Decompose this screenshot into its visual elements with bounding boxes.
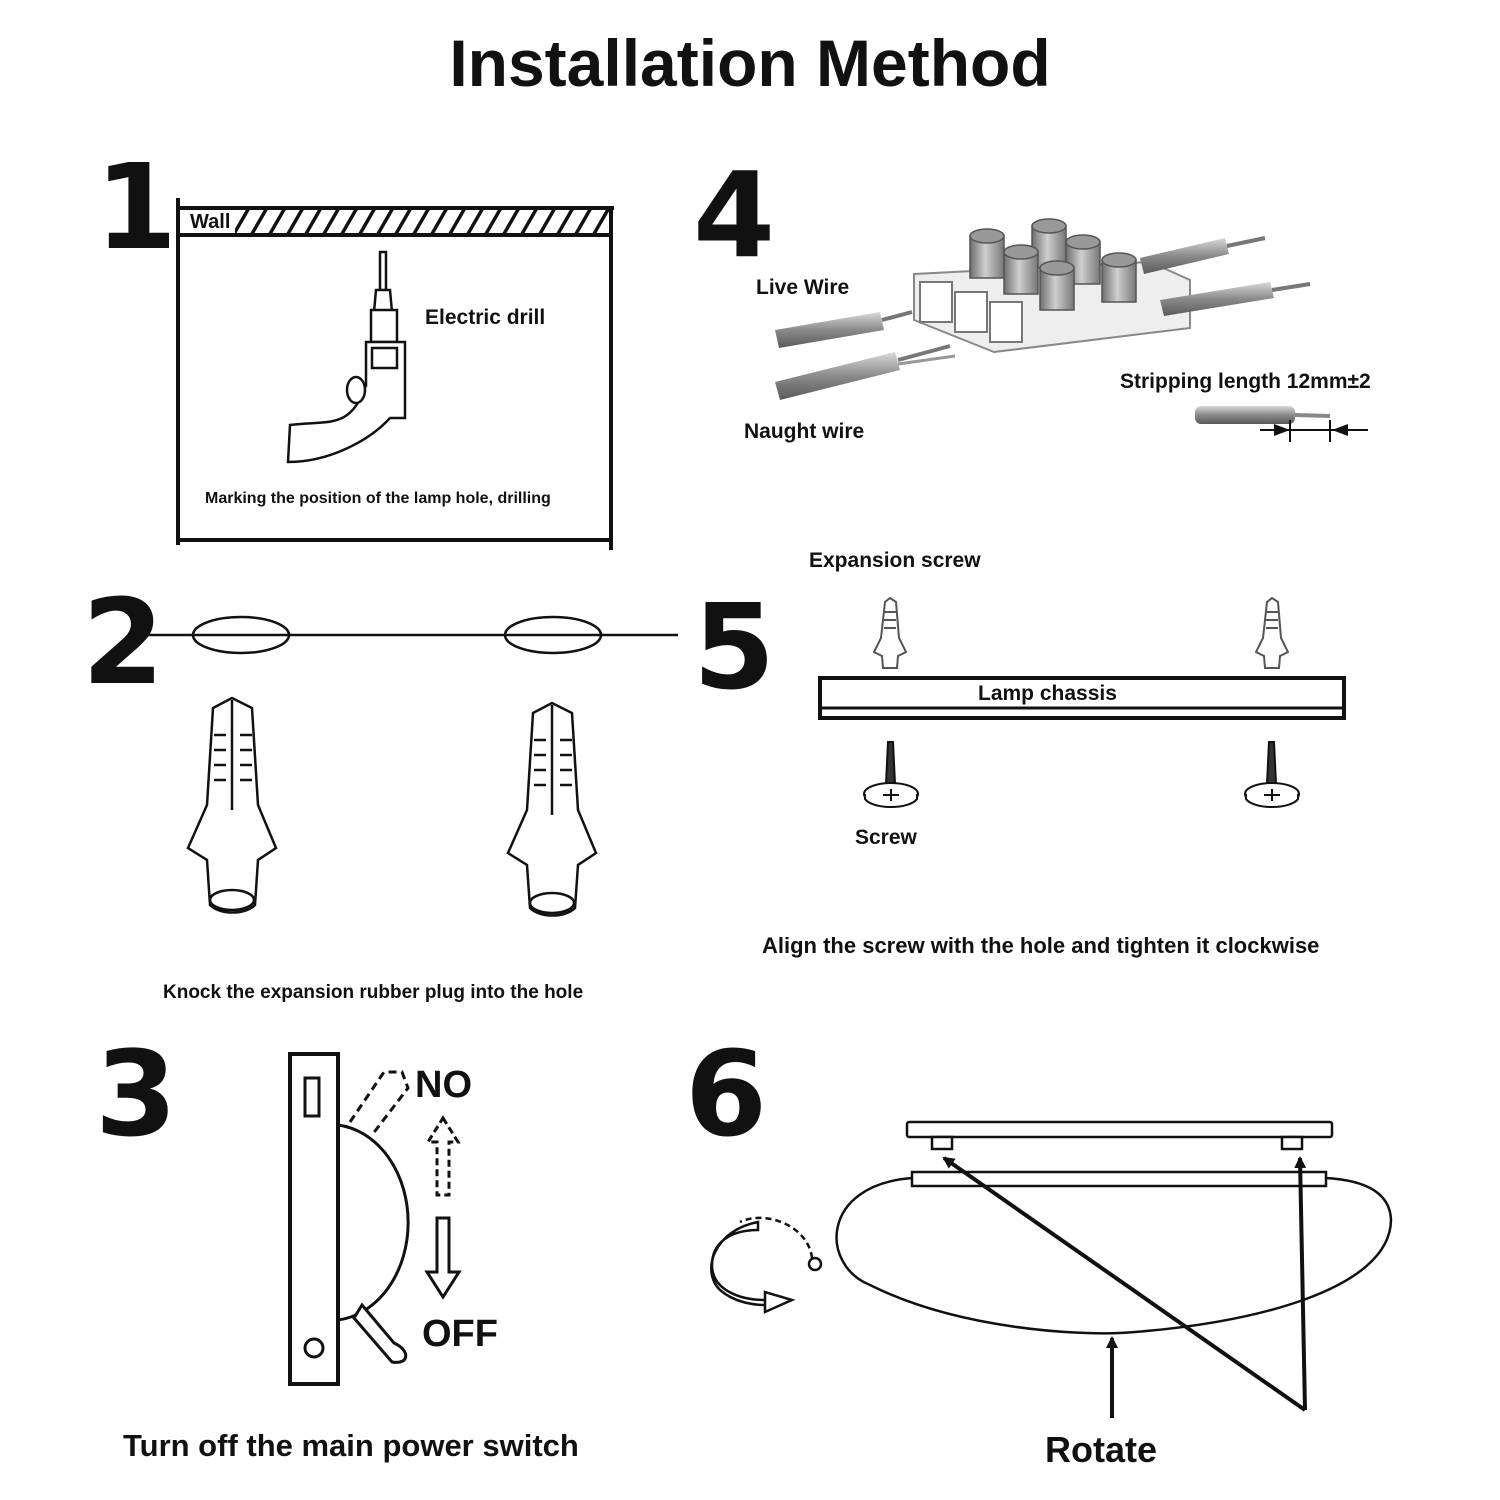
hole-right-icon (503, 615, 603, 655)
pointer-arrows-icon (942, 1156, 1307, 1418)
arrow-down-icon (424, 1216, 462, 1300)
step-number-6: 6 (685, 1025, 768, 1163)
rotate-label: Rotate (1045, 1429, 1158, 1470)
expansion-screw-label: Expansion screw (809, 549, 981, 572)
wall-label: Wall (190, 211, 231, 233)
stripping-length-label: Stripping length 12mm±2 (1120, 370, 1371, 393)
expansion-screw-left-icon (872, 596, 908, 669)
step-1-wall-box (176, 198, 614, 550)
terminal-block-icon (913, 218, 1191, 354)
step-2-caption: Knock the expansion rubber plug into the… (163, 982, 584, 1003)
power-switch-icon (288, 1052, 410, 1386)
step-2-wall-line (130, 615, 678, 655)
screw-label: Screw (855, 826, 917, 849)
expansion-screw-right-icon (1254, 596, 1290, 669)
hole-left-icon (191, 615, 291, 655)
switch-off-label: OFF (422, 1313, 498, 1355)
lamp-shade-icon (835, 1170, 1393, 1335)
electric-drill-label: Electric drill (425, 306, 546, 329)
neutral-wire-label: Naught wire (744, 420, 865, 443)
screw-left-icon (863, 741, 919, 809)
lamp-chassis-bar (818, 676, 1346, 720)
step-5-caption: Align the screw with the hole and tighte… (762, 933, 1320, 958)
step-3-caption: Turn off the main power switch (123, 1428, 579, 1463)
step-number-4: 4 (693, 146, 776, 284)
rubber-plug-right-icon (506, 701, 598, 917)
wire-cables-icon (775, 236, 1311, 400)
page-title: Installation Method (449, 26, 1051, 100)
stripping-length-icon (1195, 406, 1368, 442)
screw-right-icon (1244, 741, 1300, 809)
arrow-up-icon (425, 1115, 461, 1197)
lamp-chassis-label: Lamp chassis (978, 682, 1117, 705)
step-number-1: 1 (95, 138, 178, 276)
step-1-caption: Marking the position of the lamp hole, d… (205, 490, 551, 507)
step-number-2: 2 (82, 573, 165, 711)
rotate-arrow-icon (710, 1216, 823, 1314)
switch-on-label: NO (415, 1064, 472, 1106)
step-number-3: 3 (95, 1025, 178, 1163)
electric-drill-icon (286, 250, 407, 464)
ceiling-plate-icon (905, 1120, 1334, 1151)
live-wire-label: Live Wire (756, 276, 850, 299)
rubber-plug-left-icon (186, 696, 278, 914)
step-number-5: 5 (693, 578, 776, 716)
